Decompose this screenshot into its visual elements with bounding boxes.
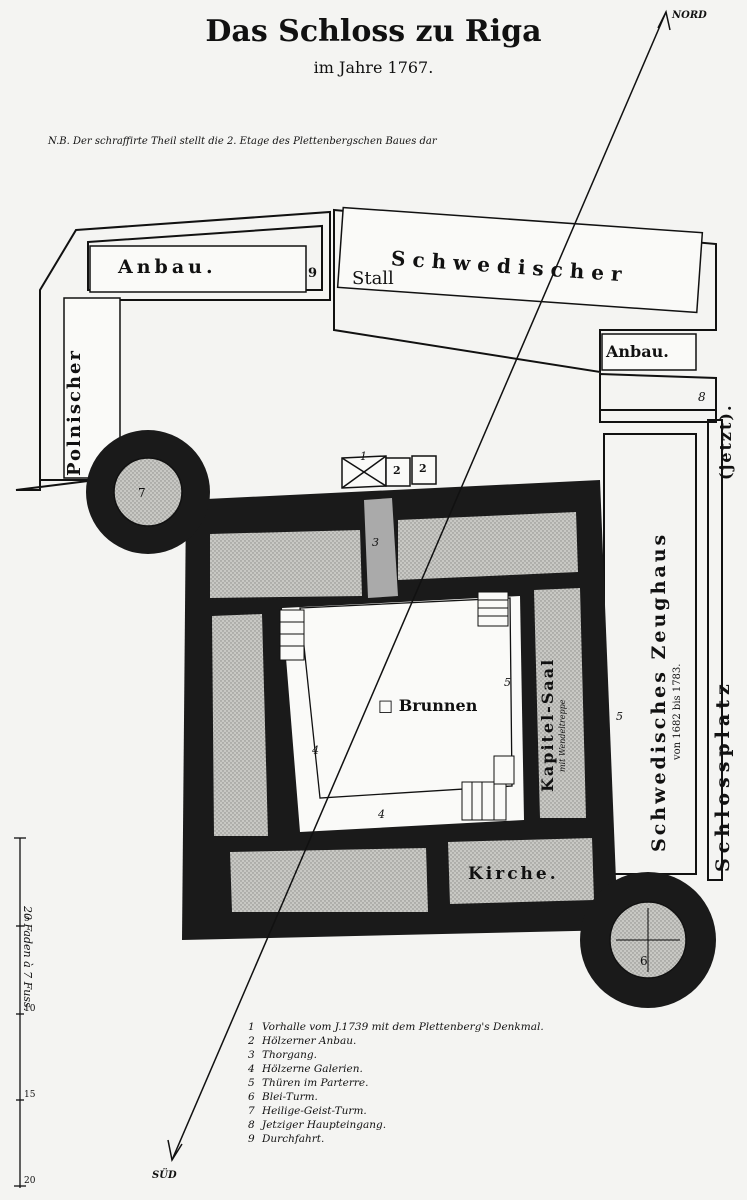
label-anbau-left: Anbau. [118,256,217,278]
label-n3: 3 [372,536,379,549]
page-title: Das Schloss zu Riga [205,14,542,49]
label-nine: 9 [308,266,318,281]
compass-arrow [167,9,671,1162]
label-stall: Stall [352,268,394,289]
scale-tick-5: 5 [24,914,30,924]
label-eight: 8 [698,390,706,404]
schwedischer-stall-box [336,206,704,314]
label-anbau-right: Anbau. [606,342,669,361]
anbau-right-box [601,333,697,371]
label-kirche: Kirche. [468,864,559,884]
label-jetzt: (jetzt). [716,403,735,480]
label-n2b: 2 [419,462,427,475]
scale-tick-10: 10 [24,1004,36,1014]
compass-south-label: SÜD [152,1170,177,1181]
page-subtitle: im Jahre 1767. [313,58,434,77]
label-n1: 1 [360,450,367,463]
scale-tick-20: 20 [24,1176,36,1186]
label-brunnen: □ Brunnen [378,696,478,715]
label-schlossplatz: Schlossplatz [712,679,734,872]
label-kapitel-sub: mit Wendeltreppe [558,699,567,772]
label-polnischer: Polnischer [64,349,85,476]
label-n5a: 5 [504,676,511,689]
label-tower7: 7 [138,486,146,500]
label-n4a: 4 [312,744,319,757]
tower-6 [580,872,716,1008]
main-block [182,480,618,940]
scale-bar [14,837,26,1188]
entrance-annex [341,455,437,489]
compass-north-label: NORD [672,10,707,21]
scale-tick-15: 15 [24,1090,36,1100]
label-kapitel-saal: Kapitel-Saal [538,657,557,792]
label-n4b: 4 [378,808,385,821]
label-n2a: 2 [393,464,401,477]
label-n5b: 5 [616,710,623,723]
label-zeughaus: Schwedisches Zeughaus [648,531,670,852]
label-zeughaus-sub: von 1682 bis 1783. [672,663,683,760]
tower-7 [86,430,210,554]
note-text: N.B. Der schraffirte Theil stellt die 2.… [48,136,437,147]
label-tower6: 6 [640,954,648,968]
anbau-left-box [89,245,307,293]
